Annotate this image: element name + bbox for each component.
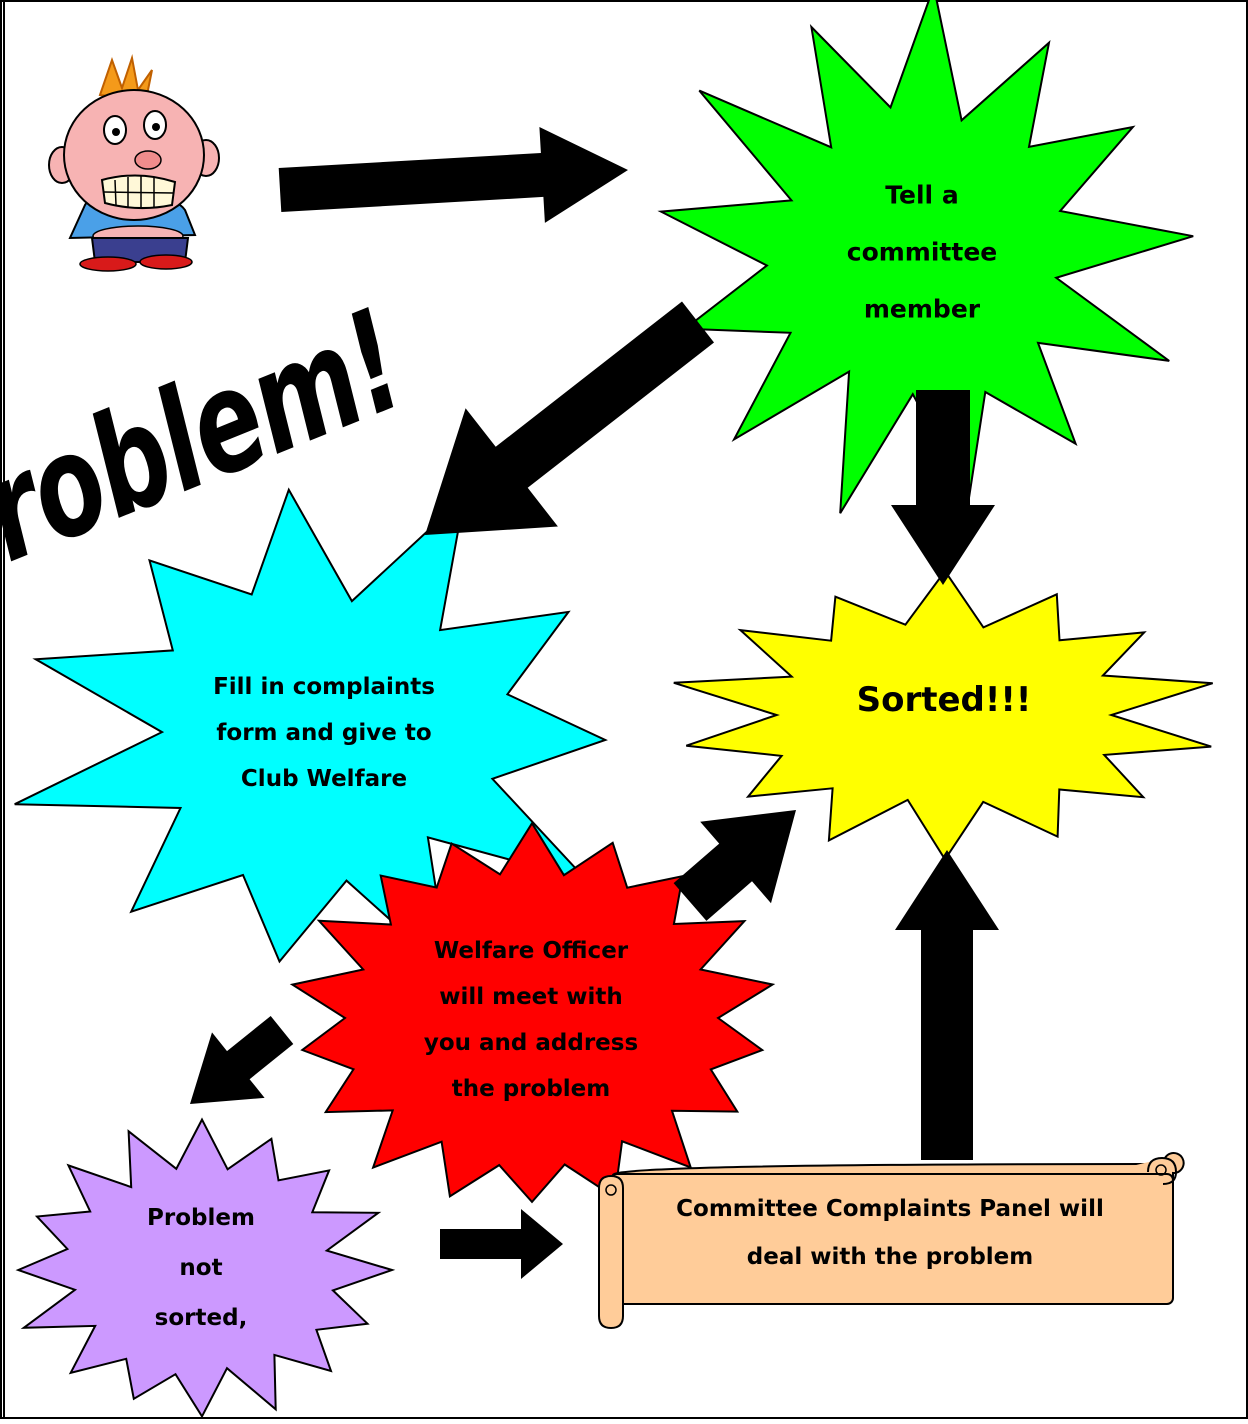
fill-form-line: Club Welfare bbox=[240, 766, 408, 792]
scroll-right-curl bbox=[1147, 1156, 1178, 1185]
fill-form-line: Fill in complaints bbox=[213, 674, 435, 700]
arrow-panel-to-sorted bbox=[895, 850, 999, 1160]
complaints-panel-label: Committee Complaints Panel will deal wit… bbox=[676, 1185, 1104, 1281]
not-sorted-label: Problem not sorted, bbox=[147, 1193, 255, 1343]
arrow-not-sorted-to-panel bbox=[440, 1209, 563, 1279]
welfare-officer-label: Welfare Officer will meet with you and a… bbox=[424, 928, 638, 1112]
not-sorted-line: Problem bbox=[147, 1205, 255, 1231]
welfare-officer-burst bbox=[289, 821, 776, 1204]
fill-form-line: form and give to bbox=[216, 720, 432, 746]
complaints-panel-line: deal with the problem bbox=[746, 1244, 1034, 1270]
tell-committee-line: member bbox=[863, 294, 981, 324]
tell-committee-line: committee bbox=[846, 237, 998, 267]
fill-form-burst bbox=[14, 487, 608, 976]
arrow-welfare-to-not-sorted bbox=[190, 1016, 294, 1104]
scroll-left-curl-inner bbox=[605, 1184, 617, 1196]
arrow-welfare-to-sorted bbox=[673, 810, 796, 921]
not-sorted-line: sorted, bbox=[154, 1305, 248, 1331]
welfare-officer-line: will meet with bbox=[439, 984, 623, 1010]
worried-boy-icon bbox=[48, 54, 220, 272]
not-sorted-burst bbox=[15, 1117, 396, 1419]
arrow-to-committee bbox=[278, 127, 628, 223]
fill-form-label: Fill in complaints form and give to Club… bbox=[213, 664, 435, 802]
complaints-panel-line: Committee Complaints Panel will bbox=[676, 1196, 1104, 1222]
arrow-committee-to-sorted bbox=[891, 390, 995, 585]
tell-committee-label: Tell a committee member bbox=[847, 167, 997, 338]
scroll-right-curl-inner bbox=[1155, 1164, 1167, 1176]
not-sorted-line: not bbox=[179, 1255, 223, 1281]
welfare-officer-line: you and address bbox=[423, 1030, 639, 1056]
scroll-left-roll bbox=[598, 1174, 624, 1330]
tell-committee-line: Tell a bbox=[885, 180, 959, 210]
sorted-label: Sorted!!! bbox=[857, 680, 1032, 720]
welfare-officer-line: Welfare Officer bbox=[433, 938, 629, 964]
welfare-officer-line: the problem bbox=[451, 1076, 611, 1102]
arrow-to-fill-form bbox=[425, 301, 714, 535]
tell-committee-burst bbox=[657, 0, 1194, 514]
diagram-shapes bbox=[14, 0, 1213, 1419]
complaints-panel-scroll bbox=[598, 1152, 1185, 1330]
sorted-line: Sorted!!! bbox=[856, 680, 1032, 720]
